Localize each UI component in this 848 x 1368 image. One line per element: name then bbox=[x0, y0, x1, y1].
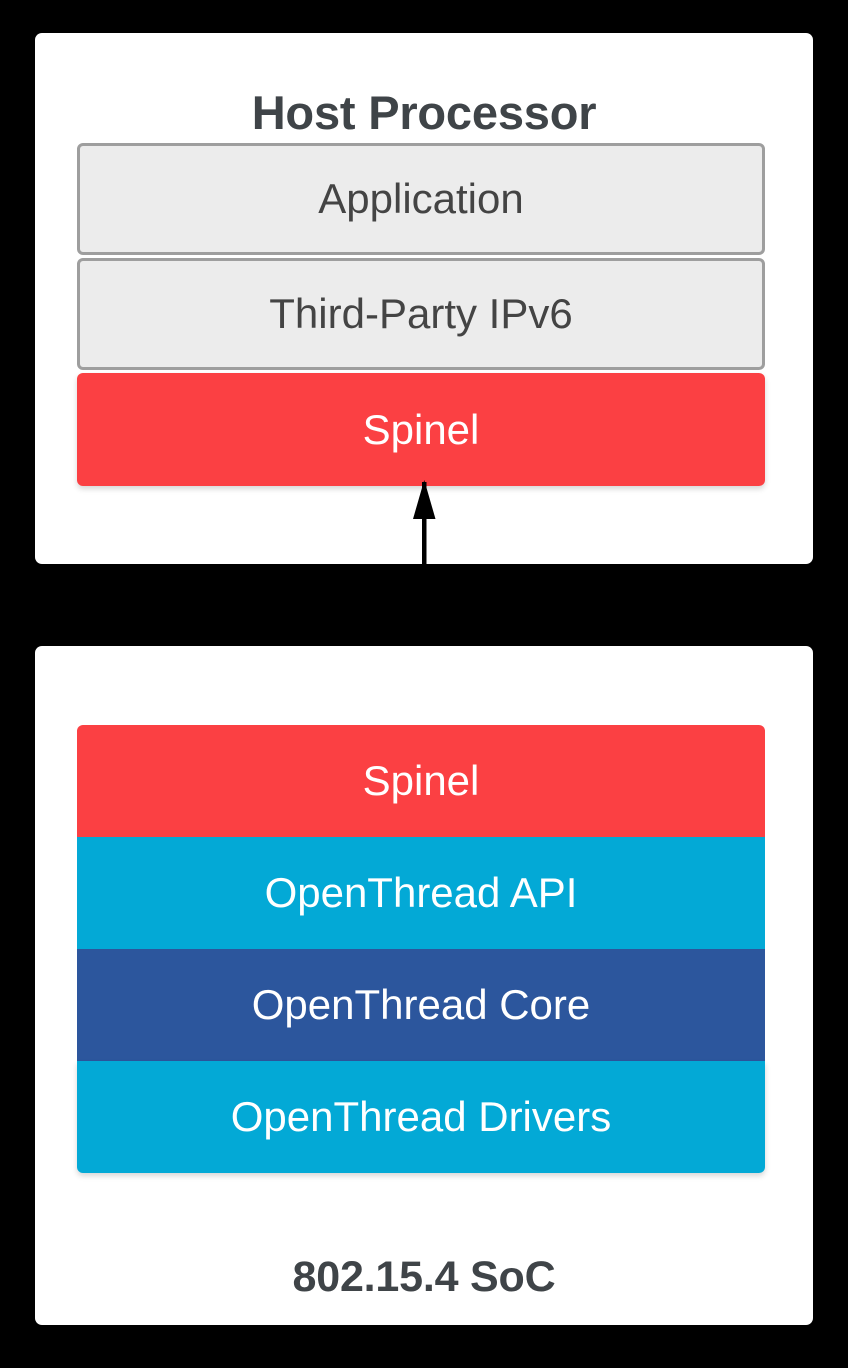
layer-openthread-drivers[interactable]: OpenThread Drivers bbox=[77, 1061, 765, 1173]
layer-openthread-core-label: OpenThread Core bbox=[251, 981, 591, 1028]
layer-third-party-ipv6-label: Third-Party IPv6 bbox=[269, 290, 573, 337]
soc-card: Spinel OpenThread API OpenThread Core Op… bbox=[35, 646, 813, 1325]
layer-third-party-ipv6[interactable]: Third-Party IPv6 bbox=[77, 258, 765, 370]
soc-layer-stack: Spinel OpenThread API OpenThread Core Op… bbox=[77, 725, 765, 1173]
layer-soc-spinel[interactable]: Spinel bbox=[77, 725, 765, 837]
soc-caption: 802.15.4 SoC bbox=[292, 1253, 556, 1301]
layer-application[interactable]: Application bbox=[77, 143, 765, 255]
host-processor-layer-stack: Application Third-Party IPv6 Spinel bbox=[77, 143, 765, 486]
host-processor-title: Host Processor bbox=[251, 86, 597, 139]
layer-openthread-drivers-label: OpenThread Drivers bbox=[230, 1093, 612, 1140]
layer-host-spinel[interactable]: Spinel bbox=[77, 373, 765, 486]
layer-openthread-api[interactable]: OpenThread API bbox=[77, 837, 765, 949]
layer-host-spinel-label: Spinel bbox=[362, 405, 480, 453]
layer-application-label: Application bbox=[318, 175, 524, 222]
layer-openthread-core[interactable]: OpenThread Core bbox=[77, 949, 765, 1061]
host-processor-card: Host Processor Application Third-Party I… bbox=[35, 33, 813, 564]
layer-soc-spinel-label: Spinel bbox=[362, 757, 480, 804]
layer-openthread-api-label: OpenThread API bbox=[264, 869, 578, 916]
